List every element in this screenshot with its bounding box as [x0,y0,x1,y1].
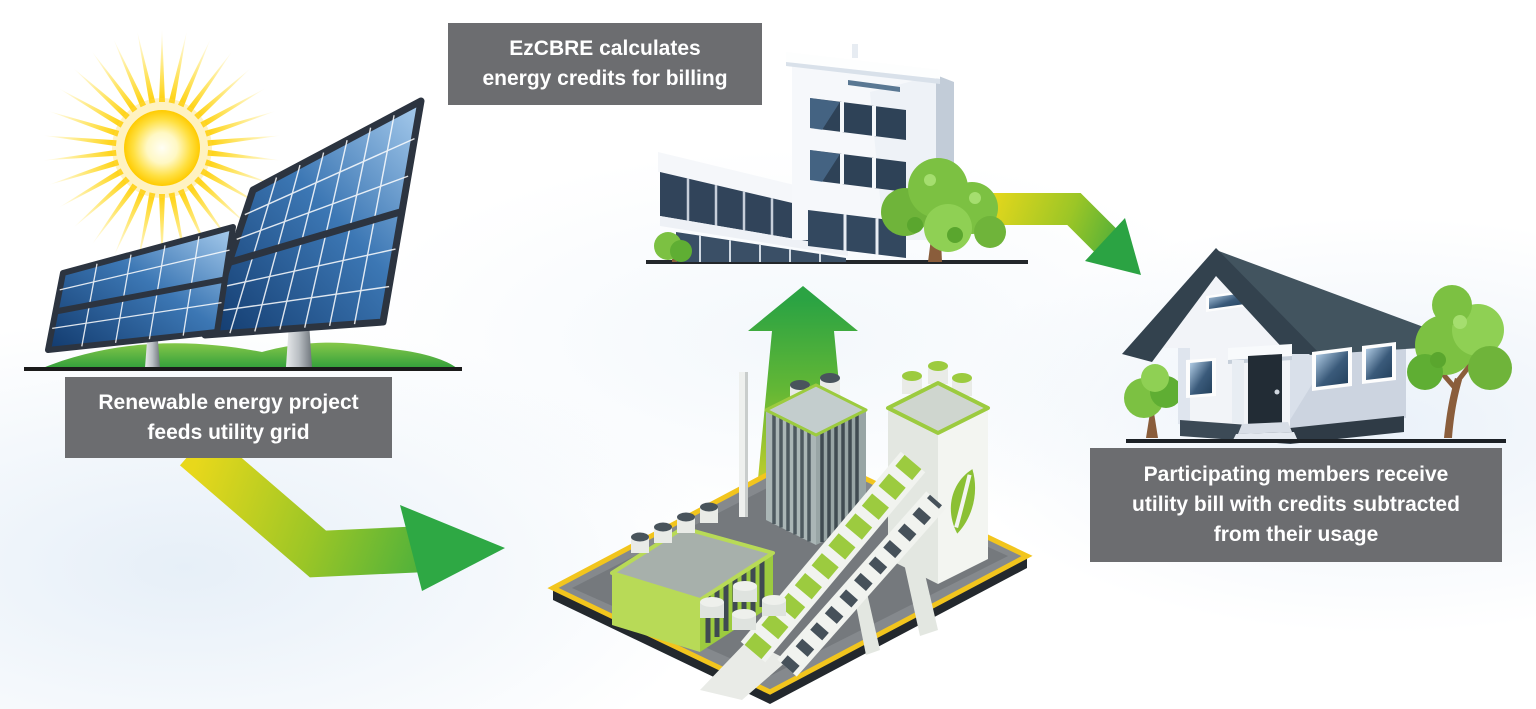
billing-step-label: EzCBRE calculates energy credits for bil… [448,23,762,105]
house-body [1122,248,1452,444]
plant-mid-tower [764,373,868,545]
office-building-illustration [646,44,1141,275]
house-illustration [1122,248,1512,444]
house-ground-line [1126,439,1506,443]
flow-arrow-ezcbre-to-house [990,193,1141,275]
leaf-icon [950,469,976,534]
green-power-plant-illustration [547,361,1033,704]
roof-tanks [631,502,718,553]
solar-step-label: Renewable energy project feeds utility g… [65,377,392,458]
plant-silo [886,361,990,584]
plant-left-building [610,502,775,652]
plant-conveyors [700,451,946,700]
solar-panel-large [201,97,425,339]
chimney [739,372,748,517]
sun-icon [42,28,282,268]
flow-arrow-solar-to-plant [179,430,505,591]
solar-panel-small [45,224,236,353]
solar-panels-illustration [24,97,462,371]
solar-ground-line [24,367,462,371]
building-trees [654,158,1006,262]
members-step-label: Participating members receive utility bi… [1090,448,1502,562]
house-door [1248,354,1282,425]
plant-ground-tanks [700,581,786,630]
